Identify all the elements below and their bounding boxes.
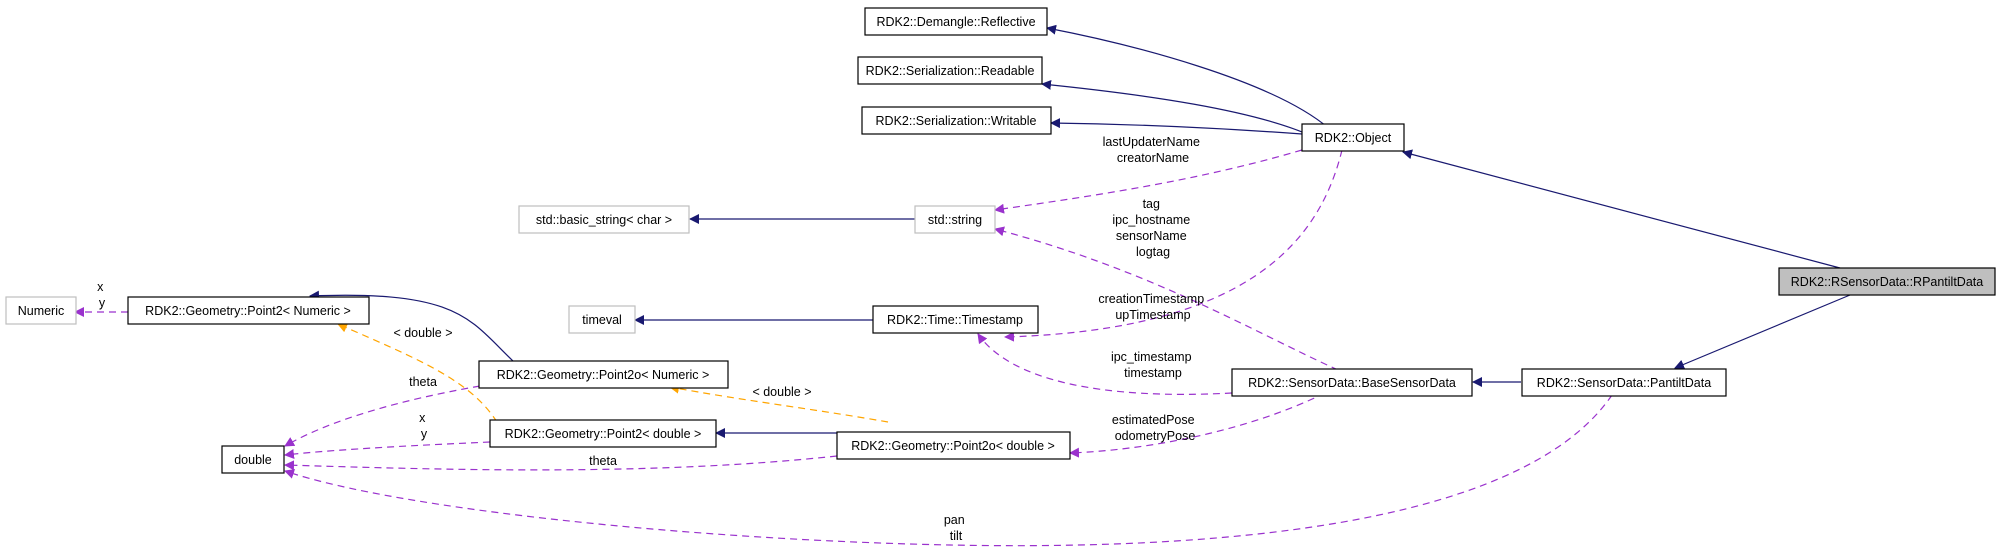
node-basicstring[interactable]: std::basic_string< char > — [518, 205, 690, 234]
edge-label-pantilt-to-double: pan tilt — [944, 513, 968, 543]
edge-point2dbl-to-point2num — [337, 323, 498, 423]
node-label: double — [234, 453, 272, 467]
node-point2onum[interactable]: RDK2::Geometry::Point2o< Numeric > — [478, 360, 729, 389]
edge-rpantilt-to-pantilt — [1674, 294, 1851, 370]
edge-basesensor-to-point2odbl — [1069, 392, 1326, 458]
edge-point2onum-to-point2num — [309, 290, 514, 362]
node-label: RDK2::SensorData::PantiltData — [1537, 376, 1711, 390]
edge-object-to-stdstring — [994, 149, 1303, 214]
edge-labels: lastUpdaterName creatorName tag ipc_host… — [97, 135, 1207, 543]
node-pantilt[interactable]: RDK2::SensorData::PantiltData — [1521, 368, 1727, 397]
edge-object-to-readable — [1041, 79, 1308, 135]
node-label: RDK2::Object — [1315, 131, 1392, 145]
node-label: std::basic_string< char > — [536, 213, 672, 227]
node-reflective[interactable]: RDK2::Demangle::Reflective — [864, 7, 1048, 36]
edge-label-point2num-to-numeric: x y — [97, 280, 107, 310]
node-point2num[interactable]: RDK2::Geometry::Point2< Numeric > — [127, 296, 370, 325]
node-label: Numeric — [18, 304, 65, 318]
edge-label-object-to-timestamp: creationTimestamp upTimestamp — [1098, 292, 1207, 322]
edge-basesensor-to-stdstring — [994, 226, 1339, 371]
edge-point2odbl-to-point2onum — [669, 383, 889, 423]
edge-object-to-timestamp — [1004, 149, 1343, 342]
edges — [74, 24, 1851, 547]
node-point2dbl[interactable]: RDK2::Geometry::Point2< double > — [489, 419, 717, 448]
edge-label-point2onum-to-double: theta — [409, 375, 437, 389]
edge-rpantilt-to-object — [1402, 149, 1841, 269]
edge-label-point2dbl-to-double: x y — [419, 411, 429, 441]
node-timestamp[interactable]: RDK2::Time::Timestamp — [872, 305, 1039, 334]
edge-label-base-to-point2odbl: estimatedPose odometryPose — [1112, 413, 1198, 443]
edge-basesensor-to-timestamp — [977, 333, 1233, 395]
node-writable[interactable]: RDK2::Serialization::Writable — [861, 106, 1052, 135]
edge-pantilt-to-double — [284, 394, 1613, 547]
node-basesensor[interactable]: RDK2::SensorData::BaseSensorData — [1231, 368, 1473, 397]
node-point2odbl[interactable]: RDK2::Geometry::Point2o< double > — [836, 431, 1071, 460]
edge-label-base-to-timestamp: ipc_timestamp timestamp — [1111, 350, 1195, 380]
node-label: RDK2::Geometry::Point2o< double > — [851, 439, 1055, 453]
node-numeric[interactable]: Numeric — [5, 296, 77, 325]
nodes: RDK2::Demangle::Reflective RDK2::Seriali… — [5, 7, 1996, 474]
edge-label-base-to-string: tag ipc_hostname sensorName logtag — [1112, 197, 1193, 259]
node-label: RDK2::SensorData::BaseSensorData — [1248, 376, 1456, 390]
node-label: RDK2::RSensorData::RPantiltData — [1791, 275, 1983, 289]
node-object[interactable]: RDK2::Object — [1301, 123, 1405, 152]
node-label: RDK2::Serialization::Writable — [876, 114, 1037, 128]
edge-point2onum-to-double — [284, 385, 481, 447]
edge-label-point2onum-to-point2odbl: < double > — [752, 385, 811, 399]
node-readable[interactable]: RDK2::Serialization::Readable — [857, 56, 1043, 85]
node-timeval[interactable]: timeval — [568, 305, 636, 334]
node-rpantilt[interactable]: RDK2::RSensorData::RPantiltData — [1778, 267, 1996, 296]
edge-label-point2odbl-to-double: theta — [589, 454, 617, 468]
node-label: RDK2::Geometry::Point2< double > — [505, 427, 702, 441]
node-stdstring[interactable]: std::string — [914, 205, 996, 234]
node-label: RDK2::Geometry::Point2< Numeric > — [145, 304, 351, 318]
node-label: timeval — [582, 313, 622, 327]
node-label: RDK2::Serialization::Readable — [866, 64, 1035, 78]
edge-label-point2num-to-point2dbl: < double > — [393, 326, 452, 340]
node-double[interactable]: double — [221, 445, 285, 474]
edge-object-to-writable — [1050, 118, 1303, 135]
node-label: RDK2::Time::Timestamp — [887, 313, 1023, 327]
node-label: std::string — [928, 213, 982, 227]
edge-label-object-to-string: lastUpdaterName creatorName — [1103, 135, 1204, 165]
node-label: RDK2::Demangle::Reflective — [876, 15, 1035, 29]
edge-point2odbl-to-double — [284, 455, 838, 471]
edge-object-to-reflective — [1046, 24, 1336, 135]
node-label: RDK2::Geometry::Point2o< Numeric > — [497, 368, 710, 382]
edge-point2dbl-to-double — [284, 441, 491, 459]
